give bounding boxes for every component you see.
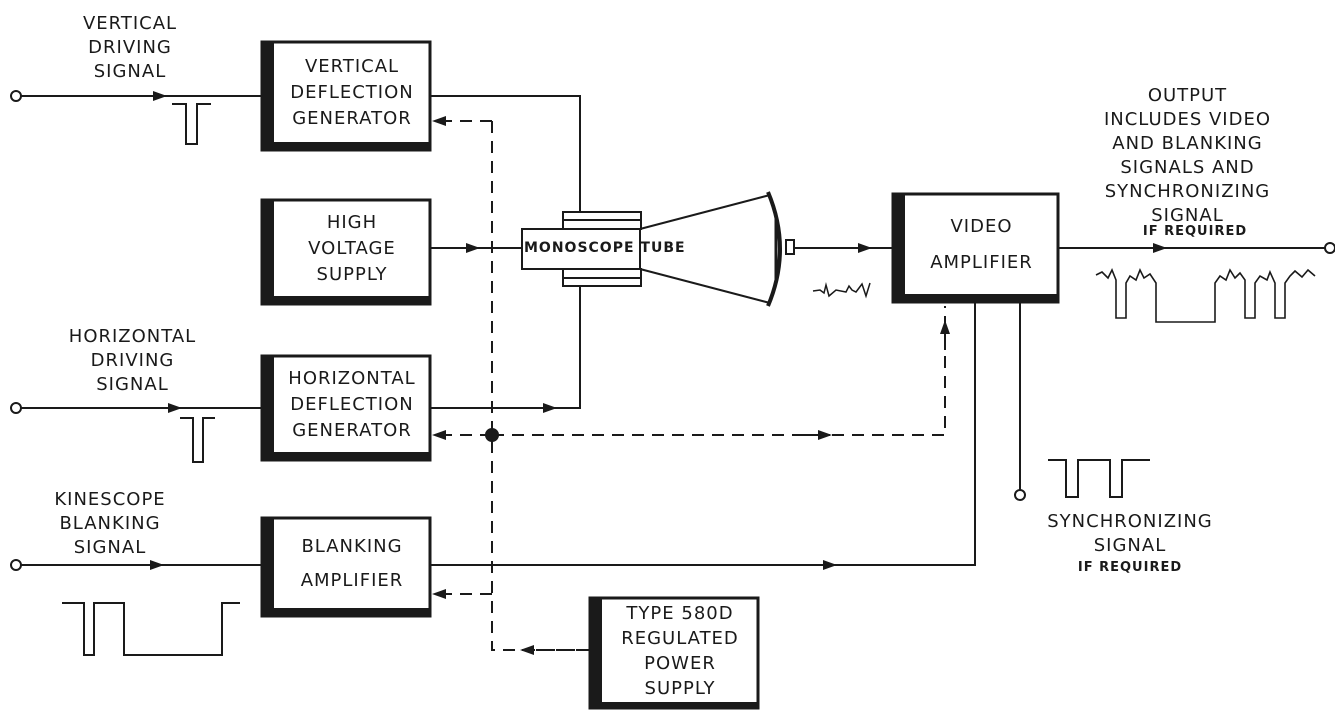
monoscope-upper-plate-inner xyxy=(562,219,642,230)
vd-line-3: GENERATOR xyxy=(292,108,412,129)
composite-output-waveform xyxy=(1095,268,1316,323)
hv-line-1: HIGH xyxy=(326,212,378,233)
blanking-amplifier-block xyxy=(260,516,432,618)
hd-line-3: GENERATOR xyxy=(292,420,412,441)
power-to-video-amplifier xyxy=(492,306,946,436)
output-terminal xyxy=(1324,242,1335,254)
monoscope-tube-label: MONOSCOPE TUBE xyxy=(524,240,686,256)
sync-line-2: SIGNAL xyxy=(1093,535,1167,556)
vi-line-1: VERTICAL xyxy=(82,13,178,34)
ps-line-1: TYPE 580D xyxy=(626,603,734,624)
power-bus-vertical xyxy=(491,121,590,651)
vd-line-2: DEFLECTION xyxy=(290,82,414,103)
hi-line-2: DRIVING xyxy=(90,350,175,371)
horizontal-deflection-label: HORIZONTAL DEFLECTION GENERATOR xyxy=(274,358,430,452)
monoscope-cone-top xyxy=(639,194,771,230)
blanking-amplifier-label: BLANKING AMPLIFIER xyxy=(274,520,430,608)
power-junction-dot xyxy=(485,428,499,442)
horizontal-input-label: HORIZONTAL DRIVING SIGNAL xyxy=(50,325,215,397)
monoscope-lower-plate-outer xyxy=(562,277,642,287)
out-line-2: INCLUDES VIDEO xyxy=(1103,109,1272,130)
horizontal-deflection-to-tube xyxy=(430,282,581,409)
out-line-3: AND BLANKING xyxy=(1112,133,1263,154)
ba-line-1: BLANKING xyxy=(301,536,403,557)
video-signal-waveform xyxy=(812,282,871,299)
monoscope-face xyxy=(766,191,782,307)
vertical-pulse-waveform xyxy=(172,103,211,145)
out-line-6: SIGNAL xyxy=(1151,205,1224,226)
ba-line-2: AMPLIFIER xyxy=(300,570,404,591)
monoscope-output-terminal xyxy=(785,239,795,255)
hi-line-1: HORIZONTAL xyxy=(68,326,197,347)
out-line-1: OUTPUT xyxy=(1147,85,1228,106)
hv-line-3: SUPPLY xyxy=(316,264,388,285)
monoscope-tube-neck xyxy=(521,228,641,270)
ki-line-1: KINESCOPE xyxy=(54,489,166,510)
hv-line-2: VOLTAGE xyxy=(308,238,396,259)
kinescope-input-label: KINESCOPE BLANKING SIGNAL xyxy=(40,488,180,560)
vertical-input-label: VERTICAL DRIVING SIGNAL xyxy=(60,12,200,84)
monoscope-upper-plate-outer xyxy=(562,211,642,221)
ki-line-3: SIGNAL xyxy=(73,537,147,558)
high-voltage-label: HIGH VOLTAGE SUPPLY xyxy=(274,202,430,296)
vertical-deflection-to-tube xyxy=(430,95,581,212)
vd-line-1: VERTICAL xyxy=(304,56,400,77)
sync-output-label: SYNCHRONIZING SIGNAL xyxy=(1025,510,1235,558)
va-line-1: VIDEO xyxy=(950,216,1013,237)
hd-line-1: HORIZONTAL xyxy=(288,368,416,389)
ps-line-2: REGULATED xyxy=(621,628,739,649)
sync-output-waveform xyxy=(1048,459,1150,498)
kinescope-input-terminal xyxy=(10,559,22,571)
out-line-5: SYNCHRONIZING xyxy=(1104,181,1271,202)
va-line-2: AMPLIFIER xyxy=(930,252,1033,273)
output-label: OUTPUT INCLUDES VIDEO AND BLANKING SIGNA… xyxy=(1080,84,1295,228)
vertical-input-terminal xyxy=(10,90,22,102)
out-line-4: SIGNALS AND xyxy=(1120,157,1255,178)
kinescope-blanking-waveform xyxy=(62,602,240,656)
ps-line-3: POWER xyxy=(644,653,716,674)
sync-output-note: IF REQUIRED xyxy=(1077,560,1183,575)
horizontal-input-terminal xyxy=(10,402,22,414)
ki-line-2: BLANKING xyxy=(59,513,161,534)
vertical-deflection-label: VERTICAL DEFLECTION GENERATOR xyxy=(274,44,430,142)
vi-line-3: SIGNAL xyxy=(93,61,167,82)
monoscope-cone-bottom xyxy=(639,268,771,304)
high-voltage-block xyxy=(260,198,432,306)
power-supply-block xyxy=(588,596,760,710)
blanking-to-video-line xyxy=(430,302,976,566)
video-amplifier-label: VIDEO AMPLIFIER xyxy=(905,196,1058,294)
hd-line-2: DEFLECTION xyxy=(290,394,414,415)
monoscope-lower-plate-inner xyxy=(562,268,642,279)
vi-line-2: DRIVING xyxy=(88,37,172,58)
sync-output-terminal xyxy=(1014,489,1026,501)
power-supply-label: TYPE 580D REGULATED POWER SUPPLY xyxy=(602,600,758,702)
ps-line-4: SUPPLY xyxy=(644,678,716,699)
video-amplifier-block xyxy=(891,192,1060,304)
horizontal-pulse-waveform xyxy=(180,417,215,463)
output-note: IF REQUIRED xyxy=(1142,224,1248,239)
horizontal-deflection-block xyxy=(260,354,432,462)
sync-line-1: SYNCHRONIZING xyxy=(1047,511,1213,532)
hi-line-3: SIGNAL xyxy=(96,374,169,395)
vertical-deflection-block xyxy=(260,40,432,152)
